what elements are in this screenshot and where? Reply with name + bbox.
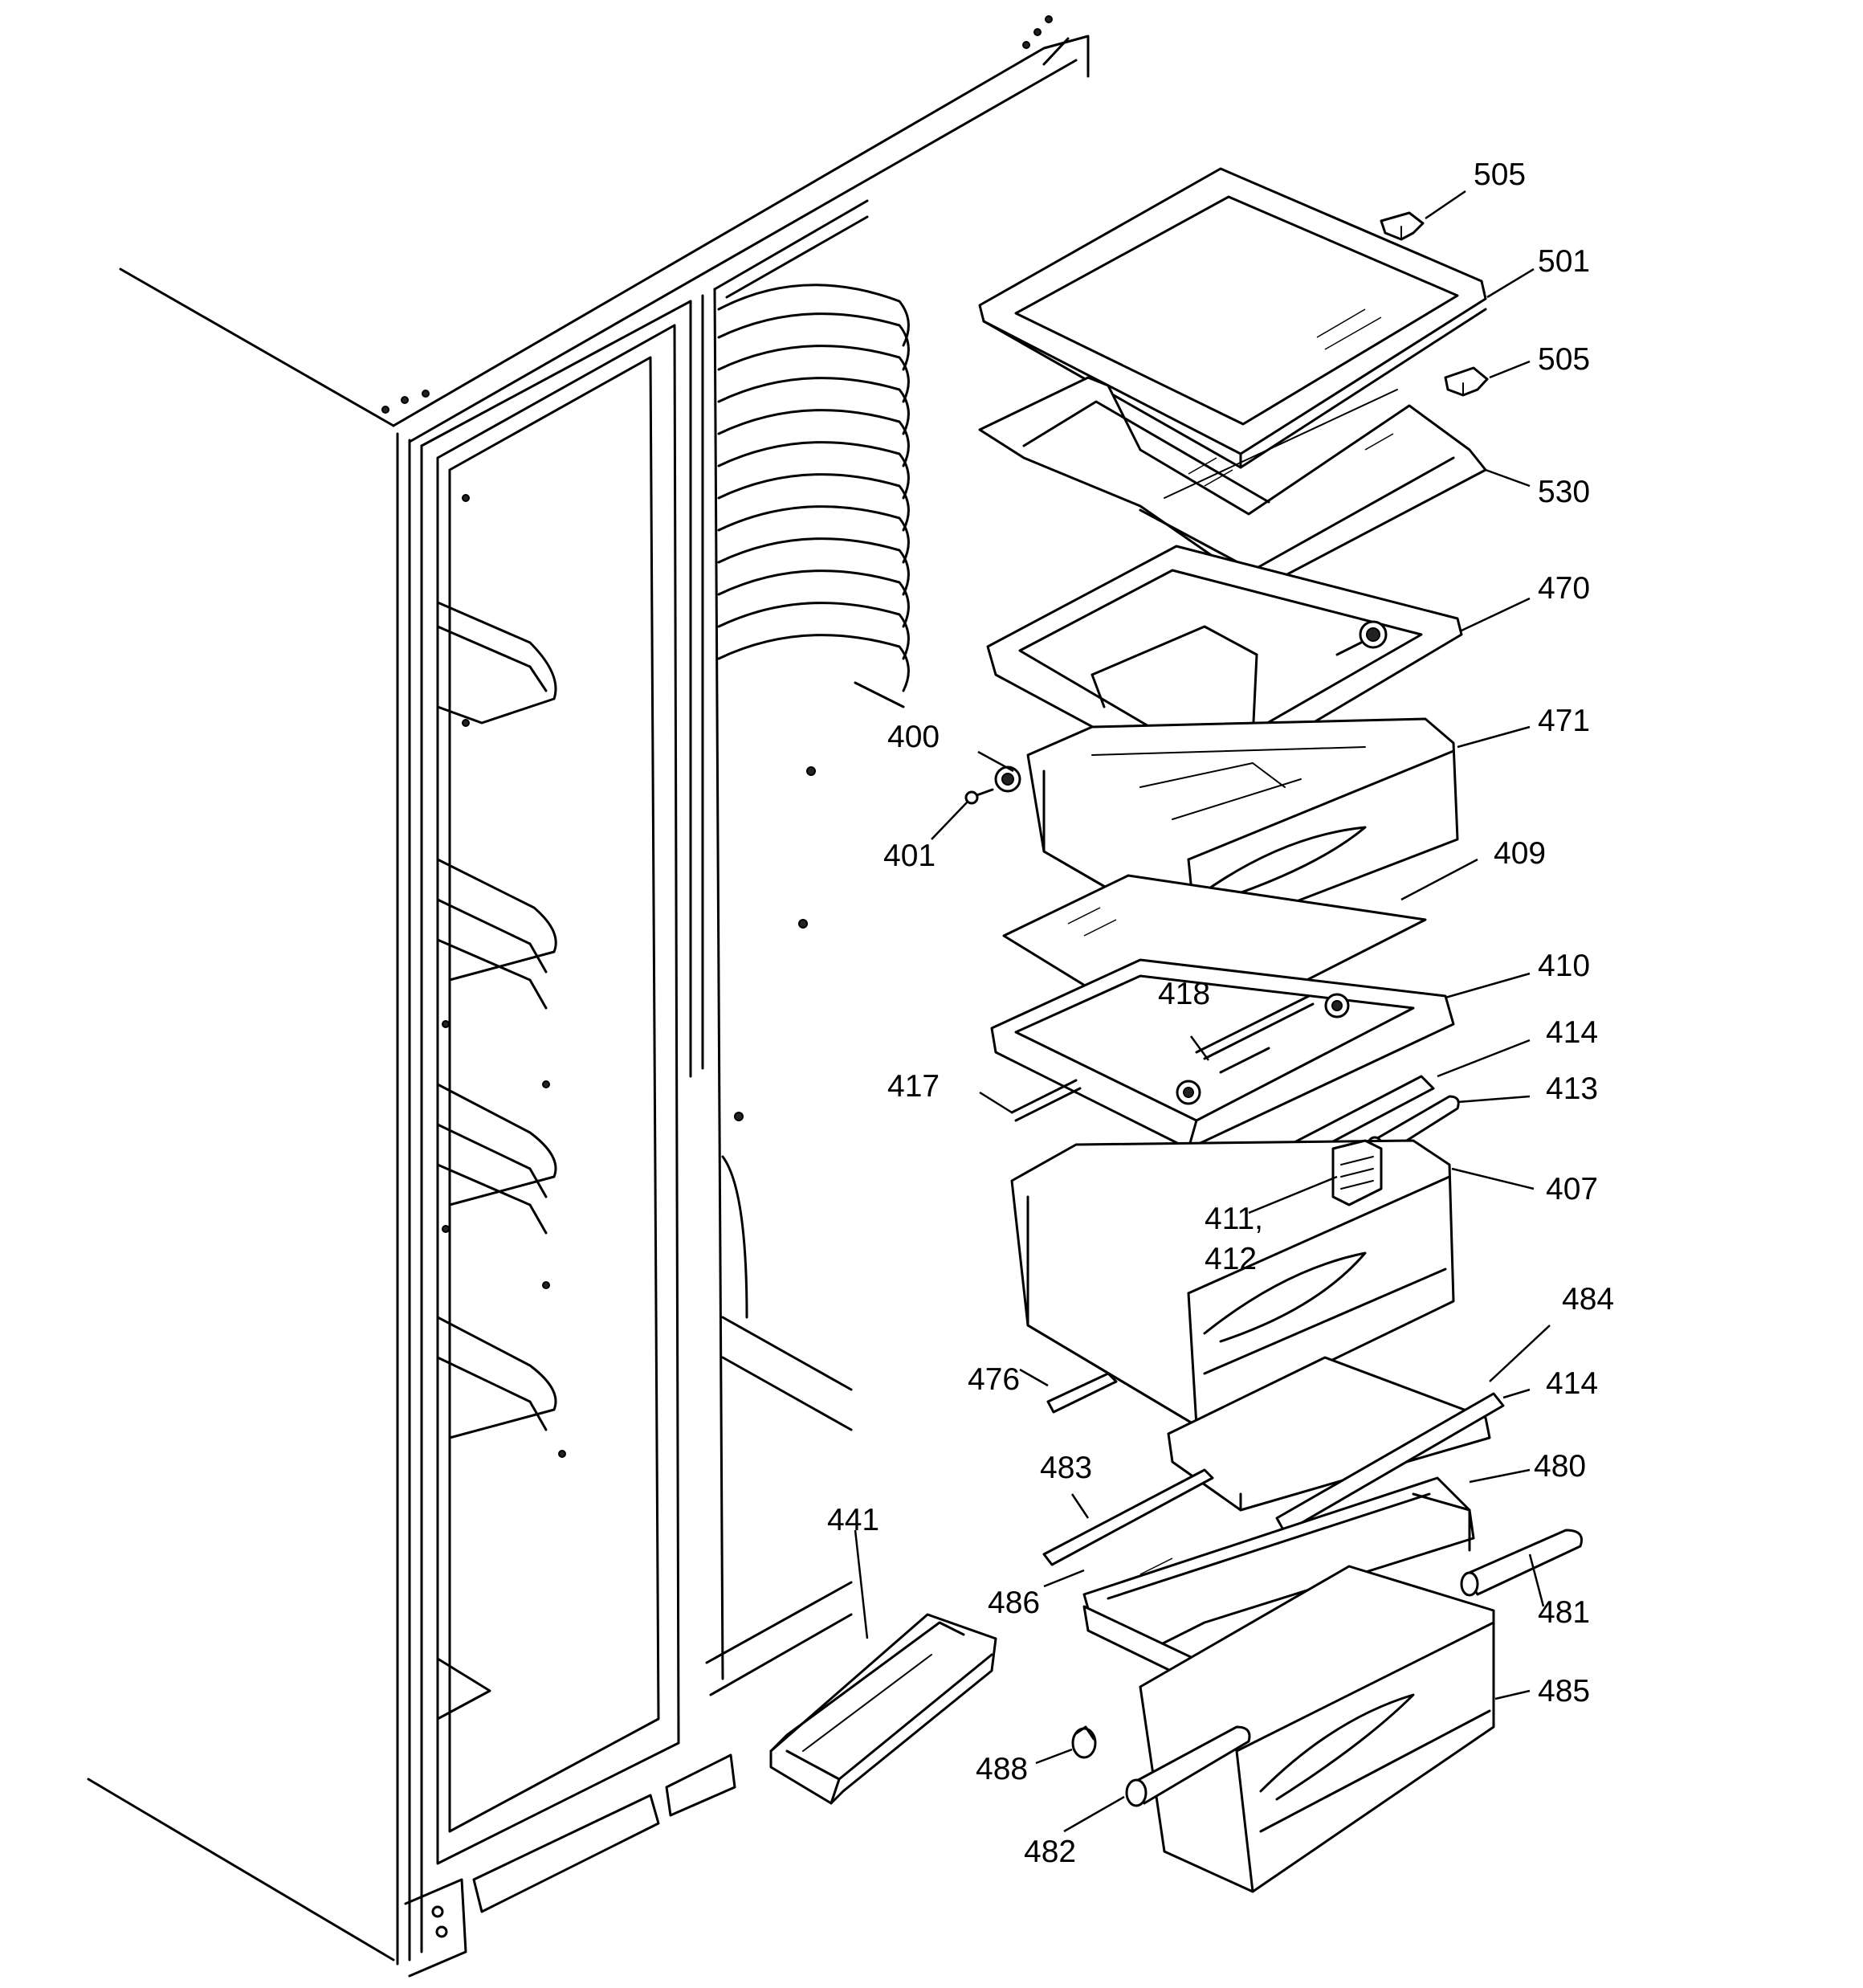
label-484: 484 [1562, 1282, 1614, 1316]
label-476: 476 [968, 1362, 1020, 1397]
label-418: 418 [1158, 977, 1210, 1011]
label-471: 471 [1538, 704, 1590, 738]
label-483: 483 [1040, 1451, 1092, 1485]
part-441-door-bin [769, 1613, 997, 1805]
part-401-screw [964, 788, 994, 805]
label-414-lower: 414 [1546, 1366, 1598, 1401]
part-505-shelf-end-cap-lower [1444, 366, 1489, 397]
label-486: 486 [988, 1586, 1040, 1620]
part-411-412-humidity-control [1331, 1139, 1383, 1206]
part-476-spacer [1046, 1372, 1118, 1414]
part-418-damper [1195, 994, 1315, 1060]
label-530: 530 [1538, 475, 1590, 509]
part-400-roller [994, 765, 1021, 793]
label-488: 488 [976, 1752, 1028, 1786]
label-409: 409 [1494, 836, 1546, 871]
label-480: 480 [1534, 1449, 1586, 1484]
label-485: 485 [1538, 1674, 1590, 1708]
label-481: 481 [1538, 1595, 1590, 1630]
part-484-drawer-cover [1167, 1356, 1491, 1512]
label-505-top: 505 [1474, 157, 1526, 192]
leader-lines [854, 190, 1551, 1833]
part-labels: 505 501 505 530 470 471 400 401 409 410 … [827, 157, 1614, 1869]
part-483-rail [1042, 1468, 1214, 1566]
part-505-shelf-end-cap-top [1380, 211, 1425, 241]
label-482: 482 [1024, 1835, 1076, 1869]
label-407: 407 [1546, 1172, 1598, 1206]
label-441: 441 [827, 1503, 879, 1537]
label-417: 417 [887, 1069, 940, 1104]
part-414-slide-rail-lower [1275, 1392, 1505, 1534]
part-481-slide-handle [1460, 1529, 1583, 1597]
part-410-drawer-frame [990, 958, 1455, 1150]
label-401: 401 [883, 839, 936, 873]
label-470: 470 [1538, 571, 1590, 606]
part-417-rod [1010, 1079, 1082, 1122]
part-407-crisper-drawer [1010, 1139, 1455, 1427]
label-411: 411, [1205, 1202, 1263, 1236]
part-485-meat-pan [1139, 1565, 1495, 1893]
label-400: 400 [887, 720, 940, 754]
part-482-slide-handle [1125, 1725, 1251, 1807]
label-410: 410 [1538, 949, 1590, 983]
label-412: 412 [1205, 1242, 1257, 1276]
part-501-glass-shelf [978, 167, 1487, 469]
label-413: 413 [1546, 1072, 1598, 1106]
refrigerator-cabinet [87, 15, 1090, 1978]
label-414-upper: 414 [1546, 1015, 1598, 1050]
shelf-support-ribs [717, 284, 910, 708]
part-488-cap [1071, 1725, 1097, 1759]
label-505-lower: 505 [1538, 342, 1590, 377]
label-501: 501 [1538, 244, 1590, 279]
